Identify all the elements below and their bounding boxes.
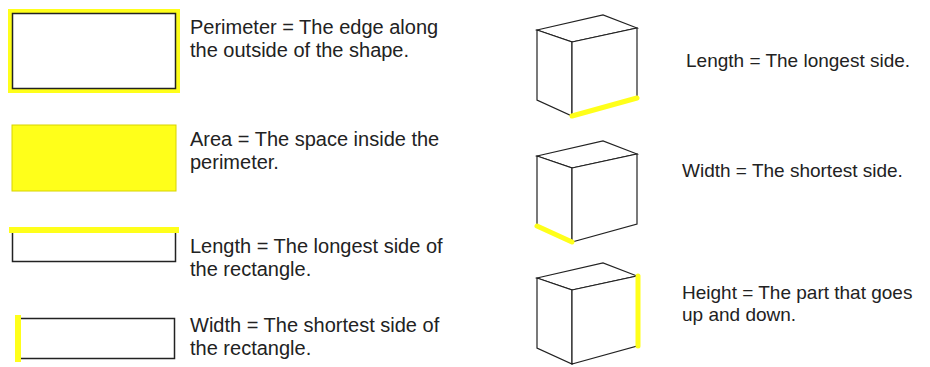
perimeter-highlight <box>8 9 180 93</box>
width-highlight <box>15 315 21 362</box>
open-box <box>537 141 637 242</box>
rectangle <box>19 319 175 359</box>
box-face <box>537 156 572 242</box>
definition-text: Length = The longest side of the rectang… <box>190 235 460 281</box>
definition-text: Width = The shortest side. <box>682 160 922 182</box>
box-face <box>572 154 637 242</box>
rectangle <box>13 14 176 89</box>
box-face <box>572 276 637 364</box>
definition-text: Width = The shortest side of the rectang… <box>190 314 460 360</box>
open-box <box>537 263 638 364</box>
length-highlight <box>572 98 637 116</box>
rectangle <box>13 232 176 262</box>
length-highlight <box>9 227 179 233</box>
box-face <box>537 30 572 116</box>
open-box <box>537 15 637 116</box>
width-highlight <box>537 226 572 242</box>
definition-text: Perimeter = The edge along the outside o… <box>190 16 460 62</box>
area-fill <box>12 125 176 191</box>
definition-text: Area = The space inside the perimeter. <box>190 128 460 174</box>
box-face <box>572 28 637 116</box>
height-highlight <box>636 276 641 346</box>
definition-text: Length = The longest side. <box>686 50 926 72</box>
definition-text: Height = The part that goes up and down. <box>682 282 922 326</box>
box-face <box>537 278 572 364</box>
